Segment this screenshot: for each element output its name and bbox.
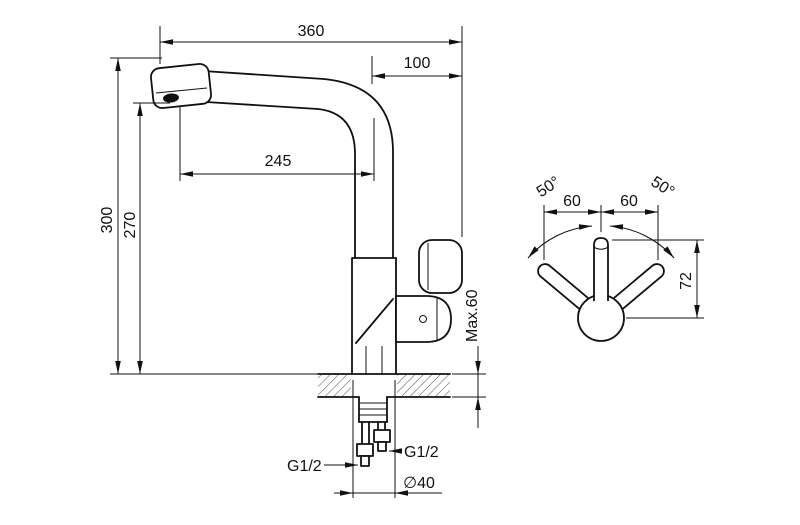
countertop-section xyxy=(317,373,451,398)
dim-label-50-right: 50° xyxy=(648,174,678,201)
side-valve-body xyxy=(395,295,452,343)
lever-mechanism-line xyxy=(355,298,394,344)
dim-spout-reach-245: 245 xyxy=(179,106,375,181)
connector-left-nut xyxy=(356,443,374,457)
dim-label-360: 360 xyxy=(298,23,325,40)
dim-thread-right-g12: G1/2 xyxy=(389,444,439,461)
connector-left-tip xyxy=(360,455,370,467)
spout-outer-edge xyxy=(202,70,394,259)
handle-cap-line xyxy=(593,245,609,250)
faucet-outline xyxy=(150,63,463,375)
aerator-outlet xyxy=(163,93,179,103)
dim-thread-left-g12: G1/2 xyxy=(287,458,358,475)
dim-height-total-300: 300 xyxy=(99,57,320,375)
handle-position-center xyxy=(593,237,609,301)
dim-label-270: 270 xyxy=(122,212,139,239)
dim-width-total-360: 360 xyxy=(159,23,463,237)
dim-label-50-left: 50° xyxy=(534,174,564,201)
dim-mount-thickness-max60: Max.60 xyxy=(452,289,486,428)
dim-label-g12-left: G1/2 xyxy=(287,458,322,475)
dim-label-g12-right: G1/2 xyxy=(404,444,439,461)
faucet-body xyxy=(351,257,397,375)
dim-label-245: 245 xyxy=(265,153,292,170)
dim-handle-height-72: 72 xyxy=(612,239,704,319)
handle-grip xyxy=(418,239,463,294)
dim-label-60-right: 60 xyxy=(620,193,638,210)
spout-head-seam xyxy=(155,87,208,94)
connector-right-tip xyxy=(377,441,387,452)
dim-height-spout-270: 270 xyxy=(122,102,170,374)
dim-label-max60: Max.60 xyxy=(464,289,481,342)
handle-rotation-view xyxy=(537,237,665,342)
swing-arc-right xyxy=(609,224,675,259)
countertop-hatch-right xyxy=(397,375,450,396)
countertop-hatch-left xyxy=(318,375,351,396)
connector-right-nut xyxy=(373,429,391,443)
dim-label-100: 100 xyxy=(404,55,431,72)
mounting-assembly xyxy=(356,396,391,467)
dim-label-72: 72 xyxy=(678,272,695,290)
dim-label-60-left: 60 xyxy=(563,193,581,210)
dim-label-diameter-40: ∅40 xyxy=(403,475,435,492)
swing-arc-left xyxy=(527,224,593,259)
dim-label-300: 300 xyxy=(99,207,116,234)
spout-head xyxy=(150,63,212,109)
valve-screw xyxy=(419,315,427,323)
dim-spout-to-handle-100: 100 xyxy=(371,55,462,84)
handle-base xyxy=(577,294,625,342)
spout-inner-edge xyxy=(205,101,356,259)
dim-base-diameter-40: ∅40 xyxy=(334,380,442,498)
dim-handle-offsets-60: 60 60 xyxy=(543,193,659,260)
